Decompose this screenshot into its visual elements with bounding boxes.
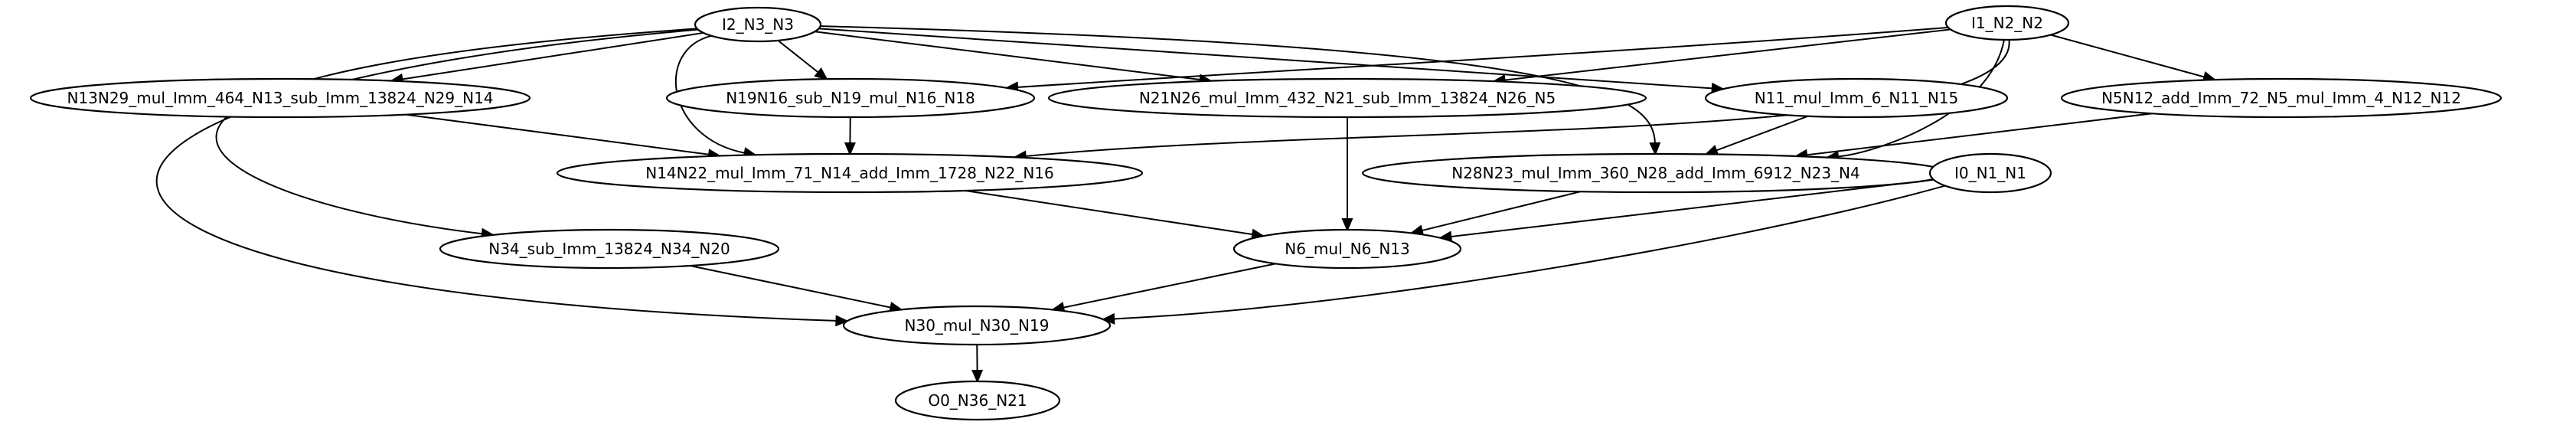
node-I2_N3_N3: I2_N3_N3 [694,6,822,43]
node-ellipse [29,77,531,119]
node-label: N5N12_add_Imm_72_N5_mul_Imm_4_N12_N12 [2101,89,2461,107]
node-N11: N11_mul_Imm_6_N11_N15 [1704,77,2009,119]
edge-I1_N2_N2-to-N28N23 [1837,39,2005,158]
node-N30: N30_mul_N30_N19 [842,305,1112,346]
node-ellipse [1944,5,2070,41]
edge-N28N23-to-N6 [1422,191,1581,232]
node-label: N30_mul_N30_N19 [905,316,1050,335]
node-label: N14N22_mul_Imm_71_N14_add_Imm_1728_N22_N… [645,164,1054,182]
arrowhead-N19N16-to-N14N22 [844,142,856,156]
edge-I2_N3_N3-to-N21N26 [815,31,1200,81]
arrowhead-N21N26-to-N6 [1341,218,1353,232]
arrowhead-I2_N3_N3-to-N30 [835,315,850,327]
edge-I1_N2_N2-to-N14N22 [1025,39,2010,158]
node-I0_N1_N1: I0_N1_N1 [1928,152,2052,194]
node-ellipse [1928,152,2052,194]
node-ellipse [556,152,1144,194]
node-ellipse [1232,228,1462,270]
edge-I2_N3_N3-to-N11 [818,28,1712,90]
node-N34: N34_sub_Imm_13824_N34_N20 [439,228,780,270]
node-label: N6_mul_N6_N13 [1285,240,1410,258]
edge-I1_N2_N2-to-N19N16 [1017,26,1949,88]
edge-I0_N1_N1-to-N6 [1451,178,1934,238]
node-N6: N6_mul_N6_N13 [1232,228,1462,270]
graph-nodes: I2_N3_N3 I1_N2_N2N13N29_mul_Imm_464_N13_s… [29,5,2503,421]
node-ellipse [2060,77,2503,119]
node-ellipse [439,228,780,270]
node-N13N29: N13N29_mul_Imm_464_N13_sub_Imm_13824_N29… [29,77,531,119]
node-ellipse [1704,77,2009,119]
node-label: N28N23_mul_Imm_360_N28_add_Imm_6912_N23_… [1451,164,1860,182]
edge-N13N29-to-N14N22 [405,113,710,155]
node-label: N34_sub_Imm_13824_N34_N20 [488,240,730,258]
node-label: N21N26_mul_Imm_432_N21_sub_Imm_13824_N26… [1139,89,1556,107]
edge-N5N12-to-N28N23 [1806,113,2153,156]
node-N28N23: N28N23_mul_Imm_360_N28_add_Imm_6912_N23_… [1361,152,1951,194]
node-I1_N2_N2: I1_N2_N2 [1944,5,2070,41]
node-ellipse [842,305,1112,346]
edge-N6-to-N30 [1063,263,1276,309]
edge-I1_N2_N2-to-N21N26 [1504,28,1951,81]
arrowhead-I0_N1_N1-to-N30 [1101,312,1115,325]
arrowhead-N30-to-O0 [971,369,984,384]
edge-I2_N3_N3-to-N34 [215,28,697,235]
node-ellipse [1047,77,1647,119]
edge-N11-to-N28N23 [1716,115,1809,152]
node-N5N12: N5N12_add_Imm_72_N5_mul_Imm_4_N12_N12 [2060,77,2503,119]
node-N21N26: N21N26_mul_Imm_432_N21_sub_Imm_13824_N26… [1047,77,1647,119]
node-label: N11_mul_Imm_6_N11_N15 [1755,89,1959,107]
edge-I1_N2_N2-to-N5N12 [2050,34,2205,78]
node-N19N16: N19N16_sub_N19_mul_N16_N18 [665,77,1036,119]
node-label: I2_N3_N3 [722,15,794,34]
edge-I2_N3_N3-to-N28N23 [820,25,1656,144]
edge-I2_N3_N3-to-N19N16 [777,40,819,74]
edge-I0_N1_N1-to-N30 [1114,185,1946,320]
node-label: I1_N2_N2 [1971,14,2043,32]
edge-N14N22-to-N6 [965,189,1253,236]
node-label: N19N16_sub_N19_mul_N16_N18 [726,89,975,107]
node-label: O0_N36_N21 [928,391,1027,410]
edge-I2_N3_N3-to-N30 [155,28,837,322]
node-label: I0_N1_N1 [1954,164,2026,182]
arrowhead-I2_N3_N3-to-N19N16 [814,67,828,80]
arrowhead-I2_N3_N3-to-N28N23 [1649,142,1661,156]
node-N14N22: N14N22_mul_Imm_71_N14_add_Imm_1728_N22_N… [556,152,1144,194]
node-O0: O0_N36_N21 [894,380,1061,421]
node-ellipse [665,77,1036,119]
edge-N34-to-N30 [690,264,891,309]
node-ellipse [894,380,1061,421]
edge-I2_N3_N3-to-N13N29 [402,31,704,80]
node-ellipse [694,6,822,43]
node-label: N13N29_mul_Imm_464_N13_sub_Imm_13824_N29… [67,89,493,107]
